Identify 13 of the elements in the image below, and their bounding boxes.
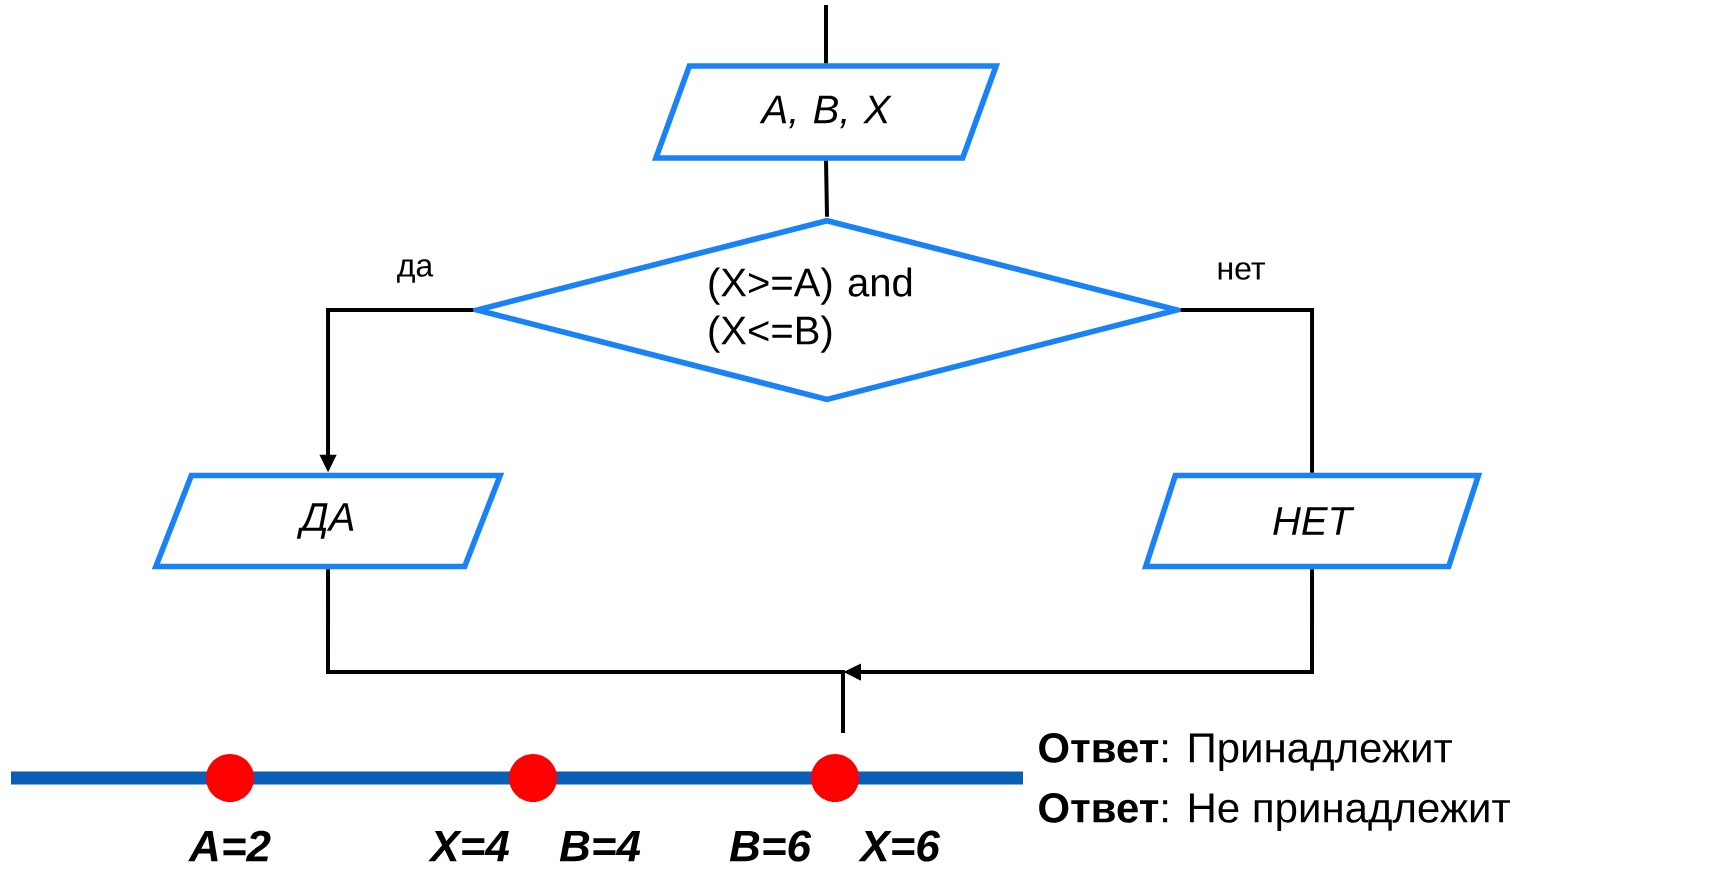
connector-line bbox=[824, 5, 829, 64]
value-label: X=4 bbox=[428, 830, 509, 862]
connector-line bbox=[326, 569, 845, 733]
edge-label: нет bbox=[1214, 260, 1268, 282]
value-label: X=6 bbox=[858, 830, 940, 862]
value-label: B=6 bbox=[729, 830, 812, 862]
connector-line bbox=[824, 160, 829, 217]
edge-label: да bbox=[394, 257, 436, 285]
value-label: A=2 bbox=[188, 830, 271, 862]
answer-text: Ответ: Принадлежит bbox=[1039, 733, 1453, 772]
answer-text: Ответ: Не принадлежит bbox=[1039, 793, 1510, 832]
connector-line bbox=[1180, 308, 1315, 473]
value-label: B=4 bbox=[559, 830, 641, 862]
